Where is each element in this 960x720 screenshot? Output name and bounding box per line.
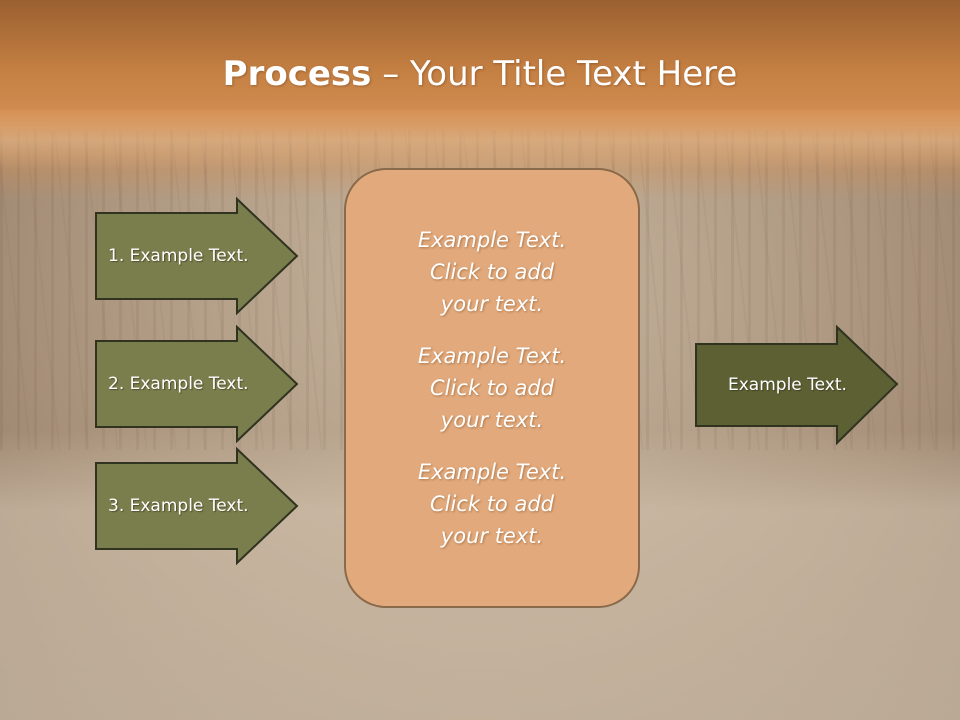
center-paragraph-3: Example Text. Click to add your text. xyxy=(417,460,567,548)
left-arrow-3-label: 3. Example Text. xyxy=(108,496,249,516)
arrow-shape-icon xyxy=(695,324,899,446)
right-arrow[interactable]: Example Text. xyxy=(695,324,899,446)
arrow-shape-icon xyxy=(95,324,299,444)
left-arrow-1[interactable]: 1. Example Text. xyxy=(95,196,299,316)
background-haze xyxy=(0,110,960,170)
left-arrow-3[interactable]: 3. Example Text. xyxy=(95,446,299,566)
title-rest: Your Title Text Here xyxy=(410,54,738,94)
arrow-shape-icon xyxy=(95,446,299,566)
left-arrow-2[interactable]: 2. Example Text. xyxy=(95,324,299,444)
right-arrow-label: Example Text. xyxy=(728,375,847,395)
center-text-box[interactable]: Example Text. Click to add your text. Ex… xyxy=(344,168,640,608)
arrow-shape-icon xyxy=(95,196,299,316)
center-paragraph-1: Example Text. Click to add your text. xyxy=(417,228,567,316)
center-paragraph-2: Example Text. Click to add your text. xyxy=(417,344,567,432)
slide-title[interactable]: Process – Your Title Text Here xyxy=(0,52,960,96)
title-bold: Process xyxy=(222,54,372,94)
left-arrow-1-label: 1. Example Text. xyxy=(108,246,249,266)
left-arrow-2-label: 2. Example Text. xyxy=(108,374,249,394)
title-dash: – xyxy=(371,54,411,94)
